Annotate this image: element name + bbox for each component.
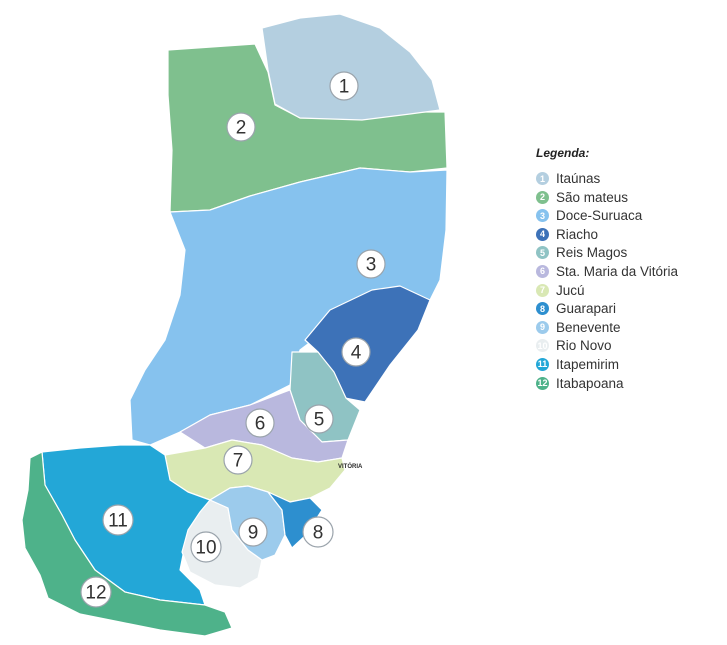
legend-label: Benevente [556, 319, 621, 335]
legend-label: Guarapari [556, 301, 617, 317]
svg-text:4: 4 [351, 343, 362, 364]
legend-item: 4 Riacho [532, 226, 722, 243]
legend-label: São mateus [556, 189, 629, 205]
svg-text:10: 10 [195, 538, 216, 559]
svg-text:8: 8 [313, 523, 324, 544]
legend-label: Doce-Suruaca [556, 208, 643, 224]
region-marker-1: 1 [329, 71, 359, 101]
region-marker-8: 8 [302, 516, 334, 548]
region-marker-4: 4 [341, 337, 371, 367]
legend-item: 1 Itaúnas [532, 170, 722, 187]
region-marker-12: 12 [80, 576, 112, 608]
legend-list: 1 Itaúnas 2 São mateus 3 Doce-Suruaca 4 Riacho 5… [532, 170, 722, 392]
legend-item: 3 Doce-Suruaca [532, 207, 722, 224]
legend-label: Sta. Maria da Vitória [556, 263, 679, 279]
legend-label: Reis Magos [556, 245, 628, 261]
region-marker-3: 3 [356, 249, 386, 279]
legend-item: 11 Itapemirim [532, 356, 722, 373]
legend-item: 9 Benevente [532, 319, 722, 336]
legend-label: Rio Novo [556, 338, 612, 354]
legend-number-badge: 4 [536, 227, 549, 241]
legend-number-badge: 8 [536, 302, 549, 316]
legend-number-badge: 11 [536, 357, 549, 371]
legend-label: Itabapoana [556, 375, 624, 391]
region-marker-6: 6 [245, 408, 275, 438]
svg-text:9: 9 [248, 523, 259, 544]
legend-number-badge: 6 [536, 264, 549, 278]
svg-text:12: 12 [85, 583, 106, 604]
legend-number-badge: 7 [536, 283, 549, 297]
legend-item: 6 Sta. Maria da Vitória [532, 263, 722, 280]
legend-label: Itaúnas [556, 171, 601, 186]
region-doce-suruaca[interactable] [129, 167, 448, 446]
legend-item: 8 Guarapari [532, 300, 722, 317]
legend-item: 10 Rio Novo [532, 337, 722, 354]
legend-number-badge: 5 [536, 246, 549, 260]
legend-number-badge: 9 [536, 320, 549, 334]
legend-item: 5 Reis Magos [532, 244, 722, 261]
map-legend: Legenda: 1 Itaúnas 2 São mateus 3 Doce-Suruac… [532, 146, 722, 393]
legend-number-badge: 3 [536, 209, 549, 223]
city-label-vitoria: VITÓRIA [338, 462, 363, 470]
legend-number-badge: 12 [536, 376, 549, 390]
watershed-map: 1 2 3 4 5 6 7 8 9 10 11 12 VI [21, 13, 448, 637]
region-marker-10: 10 [190, 531, 222, 563]
region-marker-9: 9 [238, 517, 268, 547]
region-itaunas[interactable] [261, 13, 441, 121]
svg-text:2: 2 [236, 118, 247, 139]
region-marker-5: 5 [304, 404, 334, 434]
svg-text:3: 3 [366, 255, 377, 276]
legend-number-badge: 2 [536, 190, 549, 204]
svg-text:5: 5 [314, 410, 325, 431]
legend-label: Jucú [556, 282, 585, 298]
region-marker-11: 11 [102, 504, 134, 536]
region-marker-7: 7 [223, 445, 253, 475]
legend-item: 2 São mateus [532, 189, 722, 206]
legend-title: Legenda: [536, 146, 590, 160]
svg-text:1: 1 [339, 77, 350, 98]
legend-label: Riacho [556, 226, 599, 242]
svg-text:11: 11 [108, 511, 128, 532]
region-itabapoana[interactable] [21, 451, 233, 637]
svg-text:6: 6 [255, 414, 266, 435]
svg-text:7: 7 [233, 451, 244, 472]
legend-number-badge: 1 [536, 172, 549, 185]
legend-number-badge: 10 [536, 339, 549, 353]
legend-item: 7 Jucú [532, 282, 722, 299]
legend-item: 12 Itabapoana [532, 375, 722, 392]
legend-label: Itapemirim [556, 356, 620, 372]
region-marker-2: 2 [226, 112, 256, 142]
